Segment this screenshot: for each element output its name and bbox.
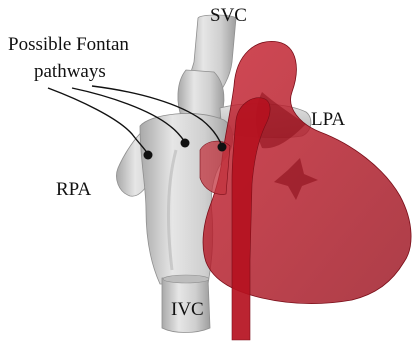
ivc-label: IVC [171,299,204,320]
svc-label: SVC [210,5,247,26]
fontan-label-line2: pathways [34,61,106,82]
lpa-label: LPA [311,109,345,130]
pathway-dot-1 [144,151,153,160]
svc-junction [178,70,224,118]
pathway-dot-3 [218,143,227,152]
fontan-label-line1: Possible Fontan [8,34,129,55]
rpa-label: RPA [56,179,91,200]
ivc-opening [163,275,209,283]
pathway-dot-2 [181,139,190,148]
